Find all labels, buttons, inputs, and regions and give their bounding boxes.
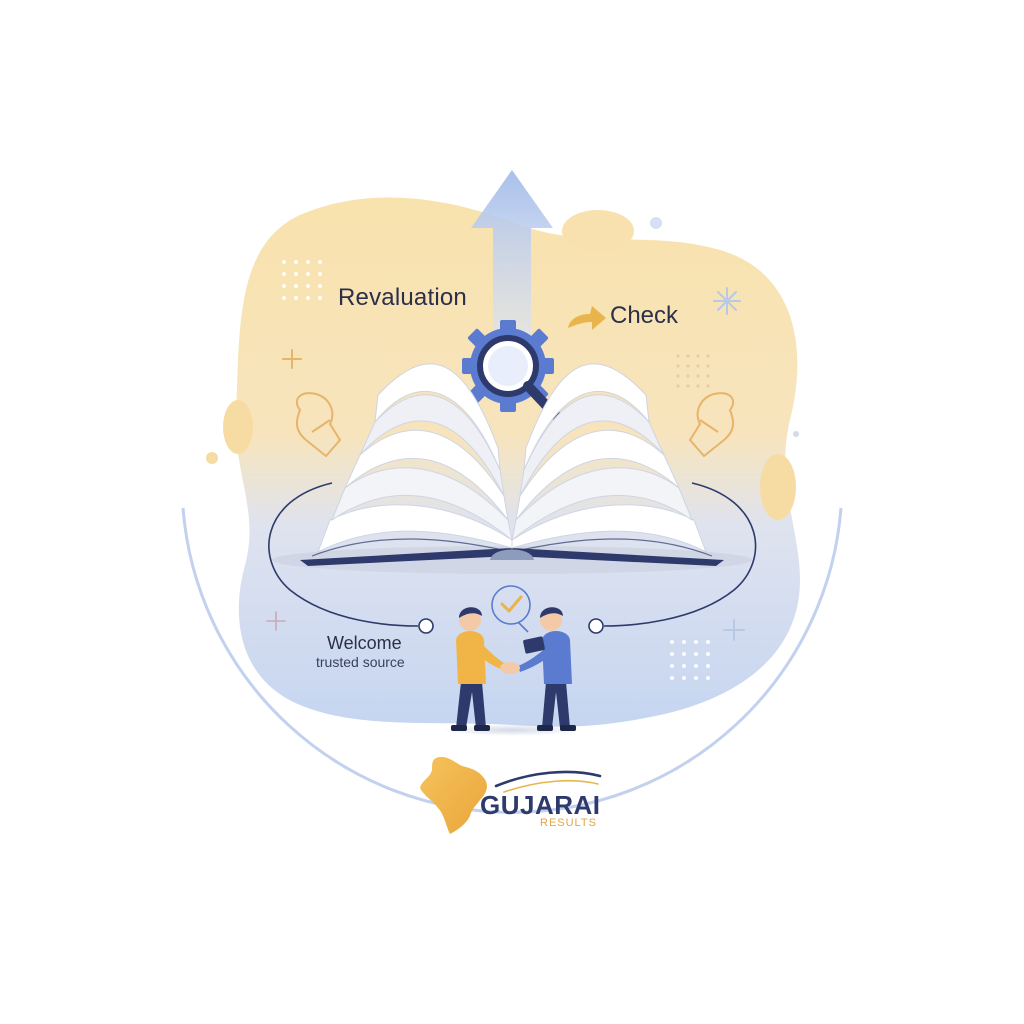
- welcome-label: Welcome: [327, 633, 402, 653]
- ribbon-icon: [688, 392, 735, 458]
- plus-icon: [282, 349, 302, 369]
- connector-node: [418, 618, 434, 634]
- person-right: [518, 607, 576, 731]
- connector-node: [588, 618, 604, 634]
- handshake-icon: [500, 662, 520, 674]
- background-blob: [235, 197, 801, 727]
- floating-blob: [223, 400, 253, 454]
- connector-line: [603, 482, 757, 627]
- gear-magnifier-icon: [462, 320, 563, 423]
- dot-grid: [670, 640, 710, 680]
- open-book-icon: [272, 363, 752, 574]
- check-label: Check: [610, 302, 679, 329]
- ribbon-icon: [295, 392, 342, 458]
- curved-arrow-icon: [568, 306, 606, 330]
- trusted-source-label: trusted source: [316, 654, 405, 670]
- brand-swoosh: [494, 770, 602, 793]
- dot-grid: [282, 260, 322, 300]
- outer-ring: [181, 507, 843, 814]
- floating-blob: [760, 454, 796, 520]
- india-map-icon: [420, 756, 487, 834]
- dot-grid: [676, 354, 710, 388]
- brand-name: GUJARAI: [480, 790, 601, 820]
- plus-icon: [723, 619, 745, 641]
- floating-blob: [562, 210, 634, 252]
- sparkle-icon: [713, 287, 741, 315]
- checkmark-icon: [491, 585, 531, 633]
- sparkle-icon: [266, 611, 286, 631]
- floating-dot: [793, 431, 799, 437]
- brand-subtitle: RESULTS: [540, 817, 597, 829]
- revaluation-label: Revaluation: [338, 284, 467, 311]
- connector-line: [268, 482, 419, 627]
- upward-arrow-icon: [471, 170, 553, 352]
- floating-dot: [650, 217, 662, 229]
- floating-dot: [206, 452, 218, 464]
- person-left: [451, 607, 506, 731]
